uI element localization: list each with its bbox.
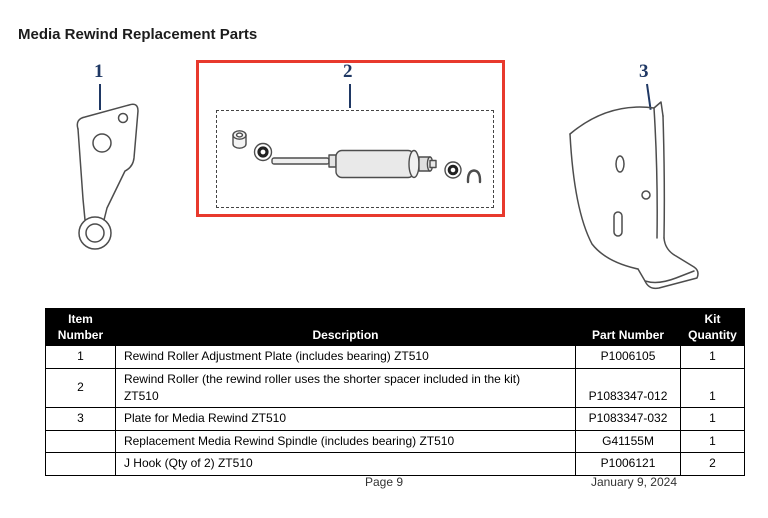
header-description: Description xyxy=(114,307,577,347)
cell-description: Rewind Roller Adjustment Plate (includes… xyxy=(114,345,577,369)
cell-description: J Hook (Qty of 2) ZT510 xyxy=(114,452,577,476)
cell-part-number: G41155M xyxy=(575,429,681,454)
cell-kit-quantity: 2 xyxy=(679,452,746,476)
page-number: Page 9 xyxy=(364,475,404,489)
page-title: Media Rewind Replacement Parts xyxy=(18,26,258,43)
cell-kit-quantity: 1 xyxy=(679,429,746,454)
callout-3-number: 3 xyxy=(639,61,649,82)
callout-2-line xyxy=(349,84,351,108)
cell-description: Rewind Roller (the rewind roller uses th… xyxy=(114,367,577,409)
header-item-number: Item Number xyxy=(45,307,116,347)
table-row: J Hook (Qty of 2) ZT510 P1006121 2 xyxy=(45,452,746,476)
rewind-plate-figure xyxy=(569,101,699,290)
callout-1-line xyxy=(99,84,101,110)
header-part-number: Part Number xyxy=(575,307,681,347)
table-row: 2 Rewind Roller (the rewind roller uses … xyxy=(45,367,746,409)
cell-description: Replacement Media Rewind Spindle (includ… xyxy=(114,429,577,454)
cell-item-number: 2 xyxy=(45,367,116,409)
callout-2-number: 2 xyxy=(343,61,353,82)
cell-item-number xyxy=(45,452,116,476)
page-date: January 9, 2024 xyxy=(590,475,677,489)
cell-item-number: 1 xyxy=(45,345,116,369)
highlight-box xyxy=(196,60,505,217)
adjustment-plate-figure xyxy=(76,103,139,250)
cell-item-number: 3 xyxy=(45,407,116,431)
cell-item-number xyxy=(45,429,116,454)
header-kit-quantity: Kit Quantity xyxy=(679,307,746,347)
table-row: 1 Rewind Roller Adjustment Plate (includ… xyxy=(45,345,746,369)
cell-part-number: P1083347-012 xyxy=(575,367,681,409)
cell-part-number: P1083347-032 xyxy=(575,407,681,431)
cell-kit-quantity: 1 xyxy=(679,367,746,409)
cell-part-number: P1006105 xyxy=(575,345,681,369)
parts-table: Item Number Description Part Number Kit … xyxy=(45,307,746,476)
table-row: Replacement Media Rewind Spindle (includ… xyxy=(45,429,746,454)
cell-description: Plate for Media Rewind ZT510 xyxy=(114,407,577,431)
rewind-roller-figure xyxy=(232,130,482,184)
cell-part-number: P1006121 xyxy=(575,452,681,476)
kit-boundary-box xyxy=(216,110,494,208)
callout-1-number: 1 xyxy=(94,61,104,82)
table-header: Item Number Description Part Number Kit … xyxy=(45,307,746,347)
table-row: 3 Plate for Media Rewind ZT510 P1083347-… xyxy=(45,407,746,431)
table-body: 1 Rewind Roller Adjustment Plate (includ… xyxy=(45,345,746,476)
cell-kit-quantity: 1 xyxy=(679,345,746,369)
cell-kit-quantity: 1 xyxy=(679,407,746,431)
header-row: Item Number Description Part Number Kit … xyxy=(45,307,746,347)
